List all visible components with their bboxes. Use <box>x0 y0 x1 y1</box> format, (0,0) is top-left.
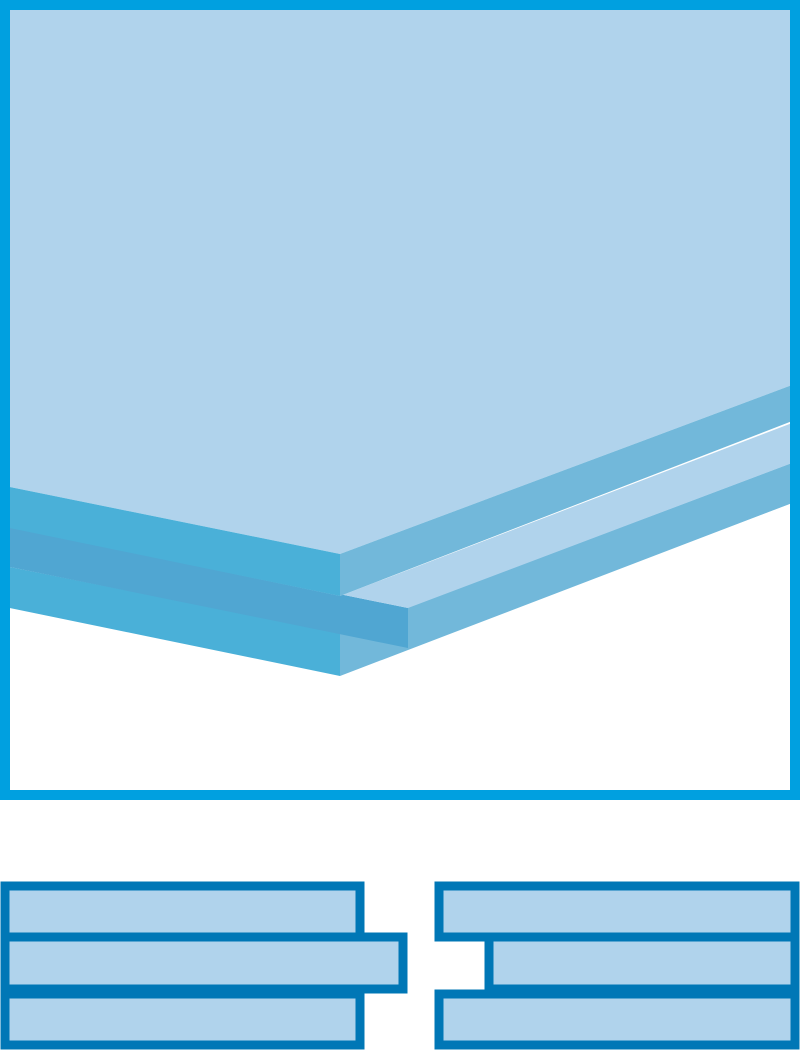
middle-board-top-face <box>0 420 800 608</box>
profile-left-board-top <box>0 881 365 942</box>
middle-board-side-edge <box>408 460 800 648</box>
panel-frame <box>0 0 800 800</box>
profile-left-board-middle <box>0 932 408 994</box>
profile-right-board-middle <box>484 932 800 994</box>
top-board-side-edge <box>340 382 800 596</box>
stacked-boards-panel <box>0 0 800 800</box>
profile-right <box>434 881 800 1050</box>
profile-left <box>0 881 408 1050</box>
bottom-board-front-edge <box>0 565 340 676</box>
middle-board-front-edge <box>0 525 408 648</box>
profile-right-board-top <box>434 881 800 942</box>
top-board-top-face <box>0 0 800 554</box>
profile-left-board-bottom <box>0 989 365 1050</box>
profile-right-board-bottom <box>434 989 800 1050</box>
top-board-front-edge <box>0 485 340 596</box>
